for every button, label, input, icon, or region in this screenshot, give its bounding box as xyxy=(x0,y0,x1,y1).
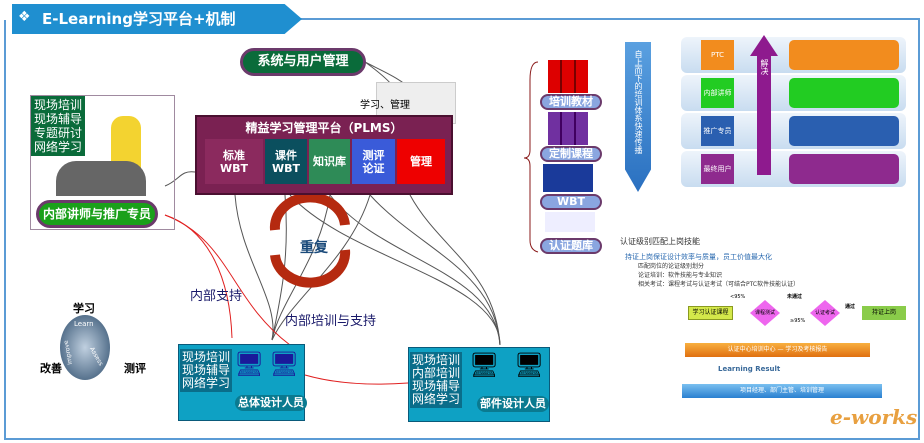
method: 专题研讨 xyxy=(34,126,83,140)
red-connector xyxy=(304,374,409,385)
plms-module: 标准 WBT xyxy=(205,139,263,184)
role-row: 最终用户 xyxy=(681,151,906,187)
method: 现场辅导 xyxy=(34,112,83,126)
connector xyxy=(234,194,274,341)
study-mgmt-label: 学习、管理 xyxy=(360,100,410,111)
brace xyxy=(523,61,539,253)
flow-study: 学习认证课程 xyxy=(688,306,733,320)
assess-label: 测评 xyxy=(124,362,146,375)
group-component-designers: 现场培训 内部培训 现场辅导 网络学习 🖥 🖥 部件设计人员 xyxy=(408,347,550,422)
top-down-text: 自上而下的培训体系快速传播 xyxy=(634,50,643,154)
resource-cert-bank: 认证题库 xyxy=(540,238,602,254)
resource-training-materials: 培训教材 xyxy=(540,94,602,110)
assess-text: Assess xyxy=(88,345,105,368)
cubes-icon: ❖ xyxy=(18,9,31,25)
method: 现场培训 xyxy=(412,353,461,367)
books-purple-icon xyxy=(548,112,588,145)
connector xyxy=(164,171,196,187)
plms-module: 课件 WBT xyxy=(265,139,307,184)
repeat-label: 重复 xyxy=(300,240,328,256)
plms-title: 精益学习管理平台（PLMS） xyxy=(245,121,403,135)
internal-training-label: 内部培训与支持 xyxy=(285,314,377,329)
connector xyxy=(289,194,501,346)
cert-title: 认证级别匹配上岗技能 xyxy=(620,237,700,246)
flow-label: 未通过 xyxy=(787,294,803,300)
role-description xyxy=(789,116,899,146)
role-label: PTC xyxy=(701,40,734,70)
flow-label: 通过 xyxy=(845,304,856,310)
method: 现场辅导 xyxy=(412,379,461,393)
group-methods: 现场培训 现场辅导 网络学习 xyxy=(180,349,233,392)
trainer-methods: 现场培训 现场辅导 专题研讨 网络学习 xyxy=(31,96,86,156)
improve-text: Improve xyxy=(62,339,74,366)
connector xyxy=(369,194,501,346)
red-connector xyxy=(164,214,291,346)
flow-label: ≥95% xyxy=(790,318,806,324)
workstation-icon: 🖥 xyxy=(234,350,265,378)
learn-text: Learn xyxy=(74,320,94,328)
audience-figures xyxy=(56,161,146,196)
role-row: 内部讲师 xyxy=(681,75,906,111)
internal-support-label: 内部支持 xyxy=(190,289,243,304)
role-label: 推广专员 xyxy=(701,116,734,146)
learn-assess-improve-cycle-icon: Learn Assess Improve xyxy=(60,315,110,380)
repeat-cycle-icon xyxy=(269,192,351,288)
group-label: 总体设计人员 xyxy=(235,395,307,411)
group-methods: 现场培训 内部培训 现场辅导 网络学习 xyxy=(410,352,463,408)
learn-label: 学习 xyxy=(73,302,95,315)
connector xyxy=(329,194,501,346)
role-label: 内部讲师 xyxy=(701,78,734,108)
resource-wbt: WBT xyxy=(540,194,602,210)
method: 内部培训 xyxy=(412,366,461,380)
plms-module: 知识库 xyxy=(309,139,350,184)
plms-module: 管理 xyxy=(397,139,445,184)
trainer-box: 现场培训 现场辅导 专题研讨 网络学习 xyxy=(30,95,175,230)
header-line xyxy=(300,18,920,20)
trainer-label: 内部讲师与推广专员 xyxy=(36,200,158,228)
red-connector xyxy=(164,214,233,339)
cert-sub: 论证培训：软件技能与专业知识 xyxy=(638,272,723,279)
method: 网络学习 xyxy=(182,376,231,390)
top-down-arrow: 自上而下的培训体系快速传播 xyxy=(625,42,651,192)
resource-custom-courses: 定制课程 xyxy=(540,146,602,162)
eworks-watermark: e-works xyxy=(830,405,918,429)
page-title: E-Learning学习平台+机制 xyxy=(12,4,302,34)
role-description xyxy=(789,78,899,108)
cert-subs: 匹配岗位的论证级别划分 论证培训：软件技能与专业知识 相关考试：课程考试与认证考… xyxy=(638,262,799,289)
group-overall-designers: 现场培训 现场辅导 网络学习 🖥 🖥 总体设计人员 xyxy=(178,344,307,421)
cert-sub: 相关考试：课程考试与认证考试（可结合PTC软件技能认证） xyxy=(638,281,800,288)
flow-label: <95% xyxy=(730,294,746,300)
wbt-thumbnail xyxy=(543,164,593,192)
role-row: PTC xyxy=(681,37,906,73)
plms-module: 测评 论证 xyxy=(352,139,395,184)
cert-sub: 匹配岗位的论证级别划分 xyxy=(638,263,705,270)
report-bar: 认证中心培训中心 — 学习及考核报告 xyxy=(685,343,870,357)
method: 现场培训 xyxy=(34,98,83,112)
method: 网络学习 xyxy=(412,392,461,406)
method: 网络学习 xyxy=(34,140,83,154)
cert-bullet: 持证上岗保证设计效率与质量，员工价值最大化 xyxy=(625,253,772,261)
role-row: 推广专员 xyxy=(681,113,906,149)
exam-thumbnail xyxy=(545,212,595,232)
workstation-icon: 🖥 xyxy=(514,351,545,379)
role-description xyxy=(789,154,899,184)
connector xyxy=(409,194,501,346)
learning-result: Learning Result xyxy=(718,365,781,373)
group-label: 部件设计人员 xyxy=(477,396,549,412)
flow-certified: 持证上岗 xyxy=(862,306,906,320)
method: 现场辅导 xyxy=(182,363,231,377)
content-frame xyxy=(4,20,920,440)
system-mgmt-pill: 系统与用户管理 xyxy=(240,48,366,76)
role-label: 最终用户 xyxy=(701,154,734,184)
method: 现场培训 xyxy=(182,350,231,364)
role-description xyxy=(789,40,899,70)
workstation-icon: 🖥 xyxy=(469,351,500,379)
improve-label: 改善 xyxy=(40,362,62,375)
audience-bar: 项目经理、部门主管、培训管理 xyxy=(682,384,882,398)
books-red-icon xyxy=(548,60,588,93)
workstation-icon: 🖥 xyxy=(269,350,300,378)
